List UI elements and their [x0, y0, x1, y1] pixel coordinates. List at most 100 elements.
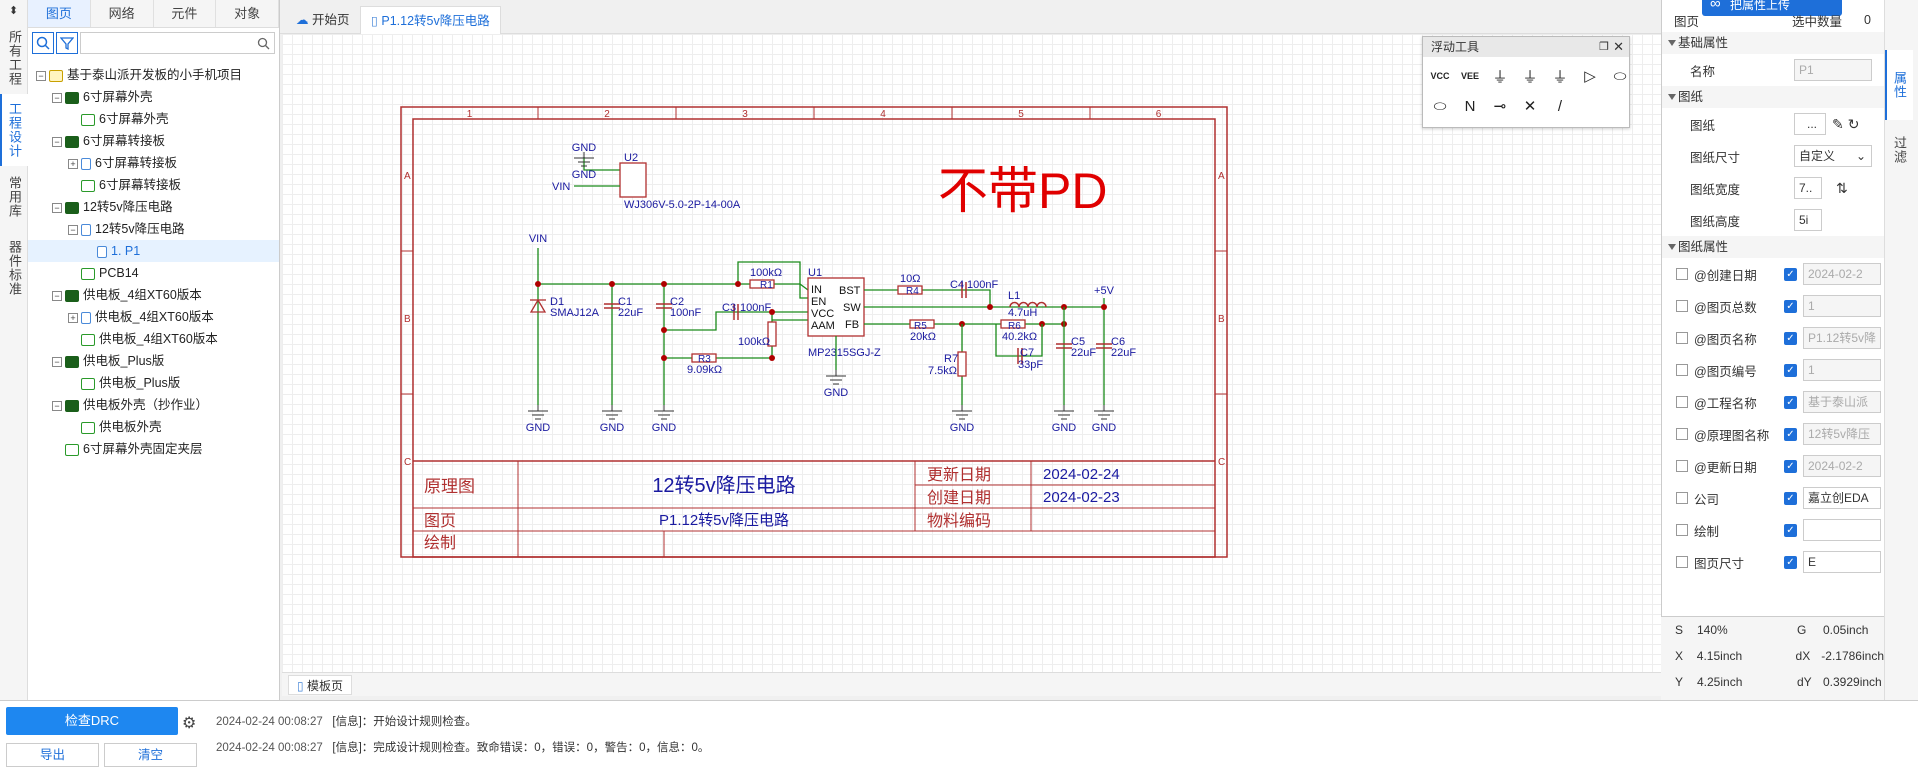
attr-value-field[interactable]: 嘉立创EDA: [1803, 487, 1881, 509]
attr-visible-checkbox[interactable]: [1676, 492, 1688, 504]
attr-value-field[interactable]: 12转5v降压: [1803, 423, 1881, 445]
attr-enable-checkbox[interactable]: ✓: [1784, 299, 1797, 313]
attr-visible-checkbox[interactable]: [1676, 556, 1688, 568]
tab-objects[interactable]: 对象: [216, 0, 279, 27]
expand-toggle-icon[interactable]: −: [52, 290, 62, 301]
tree-item[interactable]: +6寸屏幕转接板: [28, 152, 279, 174]
float-tool-icon[interactable]: ⏚: [1522, 68, 1538, 86]
sheet-width-input[interactable]: 7..: [1794, 177, 1822, 199]
section-sheet-attrs[interactable]: 图纸属性: [1662, 236, 1884, 258]
attr-visible-checkbox[interactable]: [1676, 364, 1688, 376]
tree-item[interactable]: −6寸屏幕转接板: [28, 130, 279, 152]
attr-value-field[interactable]: 1: [1803, 359, 1881, 381]
attr-visible-checkbox[interactable]: [1676, 428, 1688, 440]
tree-item[interactable]: 供电板_4组XT60版本: [28, 328, 279, 350]
section-basic[interactable]: 基础属性: [1662, 32, 1884, 54]
restore-icon[interactable]: ❐: [1599, 41, 1609, 53]
expand-toggle-icon[interactable]: −: [36, 70, 46, 81]
tree-item[interactable]: 6寸屏幕转接板: [28, 174, 279, 196]
tree-item[interactable]: +供电板_4组XT60版本: [28, 306, 279, 328]
attr-value-field[interactable]: 2024-02-2: [1803, 455, 1881, 477]
filter-icon[interactable]: [56, 32, 78, 54]
clear-button[interactable]: 清空: [104, 743, 197, 767]
expand-toggle-icon[interactable]: −: [52, 136, 62, 147]
sheet-height-input[interactable]: 5i: [1794, 209, 1822, 231]
attr-value-field[interactable]: 基于泰山派: [1803, 391, 1881, 413]
upload-attr-button[interactable]: ∞ 把属性上传: [1702, 0, 1842, 16]
vtab-common-library[interactable]: 常用库: [7, 176, 22, 218]
attr-value-field[interactable]: [1803, 519, 1881, 541]
attr-visible-checkbox[interactable]: [1676, 460, 1688, 472]
expand-toggle-icon[interactable]: −: [68, 224, 78, 235]
tree-search-input[interactable]: [80, 32, 275, 54]
tree-item[interactable]: 6寸屏幕外壳: [28, 108, 279, 130]
attr-visible-checkbox[interactable]: [1676, 396, 1688, 408]
float-tool-icon[interactable]: VEE: [1460, 71, 1479, 81]
close-icon[interactable]: ✕: [1613, 39, 1624, 54]
tree-item[interactable]: 供电板_Plus版: [28, 372, 279, 394]
float-tool-icon[interactable]: ▷: [1584, 68, 1596, 85]
tab-nets[interactable]: 网络: [91, 0, 154, 27]
vtab-filter[interactable]: 过滤: [1892, 136, 1907, 164]
tab-start-page[interactable]: ☁ 开始页: [296, 13, 350, 27]
float-tool-icon[interactable]: ⏚: [1492, 68, 1508, 86]
float-tool-icon[interactable]: VCC: [1430, 71, 1450, 81]
tree-item[interactable]: −供电板_Plus版: [28, 350, 279, 372]
vtab-properties[interactable]: 属性: [1885, 50, 1913, 120]
float-tool-icon[interactable]: ✕: [1523, 98, 1537, 115]
attr-value-field[interactable]: E: [1803, 551, 1881, 573]
expand-toggle-icon[interactable]: +: [68, 312, 78, 323]
expand-toggle-icon[interactable]: −: [52, 92, 62, 103]
float-tool-header[interactable]: 浮动工具 ❐ ✕: [1423, 37, 1629, 57]
attr-enable-checkbox[interactable]: ✓: [1784, 427, 1797, 441]
float-tool-icon[interactable]: N: [1464, 97, 1476, 115]
swap-icon[interactable]: ⇅: [1836, 179, 1848, 196]
attr-enable-checkbox[interactable]: ✓: [1784, 523, 1797, 537]
vtab-project-design[interactable]: 工程设计: [0, 94, 28, 166]
tree-item[interactable]: 1. P1: [28, 240, 279, 262]
attr-value-field[interactable]: 1: [1803, 295, 1881, 317]
attr-enable-checkbox[interactable]: ✓: [1784, 363, 1797, 377]
tab-current-schematic[interactable]: ▯ P1.12转5v降压电路: [360, 6, 501, 34]
tree-item[interactable]: −12转5v降压电路: [28, 218, 279, 240]
pencil-icon[interactable]: ✎: [1832, 115, 1844, 132]
expand-toggle-icon[interactable]: +: [68, 158, 78, 169]
tab-components[interactable]: 元件: [154, 0, 217, 27]
float-tool-icon[interactable]: ⬭: [1433, 97, 1447, 115]
vtab-all-projects[interactable]: 所有工程: [7, 30, 22, 86]
attr-enable-checkbox[interactable]: ✓: [1784, 395, 1797, 409]
tree-item[interactable]: −供电板_4组XT60版本: [28, 284, 279, 306]
sheet-select[interactable]: ...: [1794, 113, 1826, 135]
vtab-device-standardize[interactable]: 器件标准化: [7, 240, 22, 296]
expand-toggle-icon[interactable]: −: [52, 356, 62, 367]
check-drc-button[interactable]: 检查DRC: [6, 707, 178, 735]
attr-visible-checkbox[interactable]: [1676, 268, 1688, 280]
attr-visible-checkbox[interactable]: [1676, 300, 1688, 312]
tree-item[interactable]: −12转5v降压电路: [28, 196, 279, 218]
gear-icon[interactable]: ⚙: [182, 715, 197, 732]
attr-visible-checkbox[interactable]: [1676, 524, 1688, 536]
float-tool-icon[interactable]: ⊸: [1493, 98, 1507, 115]
attr-enable-checkbox[interactable]: ✓: [1784, 555, 1797, 569]
export-button[interactable]: 导出: [6, 743, 99, 767]
attr-value-field[interactable]: P1.12转5v降: [1803, 327, 1881, 349]
attr-visible-checkbox[interactable]: [1676, 332, 1688, 344]
name-field[interactable]: P1: [1794, 59, 1872, 81]
float-tool-icon[interactable]: ⬭: [1613, 67, 1627, 85]
tree-item[interactable]: −供电板外壳（抄作业）: [28, 394, 279, 416]
expand-toggle-icon[interactable]: −: [52, 400, 62, 411]
tree-item[interactable]: −6寸屏幕外壳: [28, 86, 279, 108]
search-mode-icon[interactable]: [32, 32, 54, 54]
float-tool-icon[interactable]: ⏚: [1552, 68, 1568, 86]
tree-item[interactable]: PCB14: [28, 262, 279, 284]
attr-enable-checkbox[interactable]: ✓: [1784, 459, 1797, 473]
expand-toggle-icon[interactable]: −: [52, 202, 62, 213]
float-tool-icon[interactable]: /: [1557, 97, 1563, 115]
attr-enable-checkbox[interactable]: ✓: [1784, 331, 1797, 345]
tab-template-page[interactable]: ▯ 模板页: [288, 675, 352, 695]
collapse-icon[interactable]: ⬍: [8, 5, 19, 17]
tree-item[interactable]: 6寸屏幕外壳固定夹层: [28, 438, 279, 460]
refresh-icon[interactable]: ↻: [1847, 115, 1860, 132]
tree-item[interactable]: 供电板外壳: [28, 416, 279, 438]
